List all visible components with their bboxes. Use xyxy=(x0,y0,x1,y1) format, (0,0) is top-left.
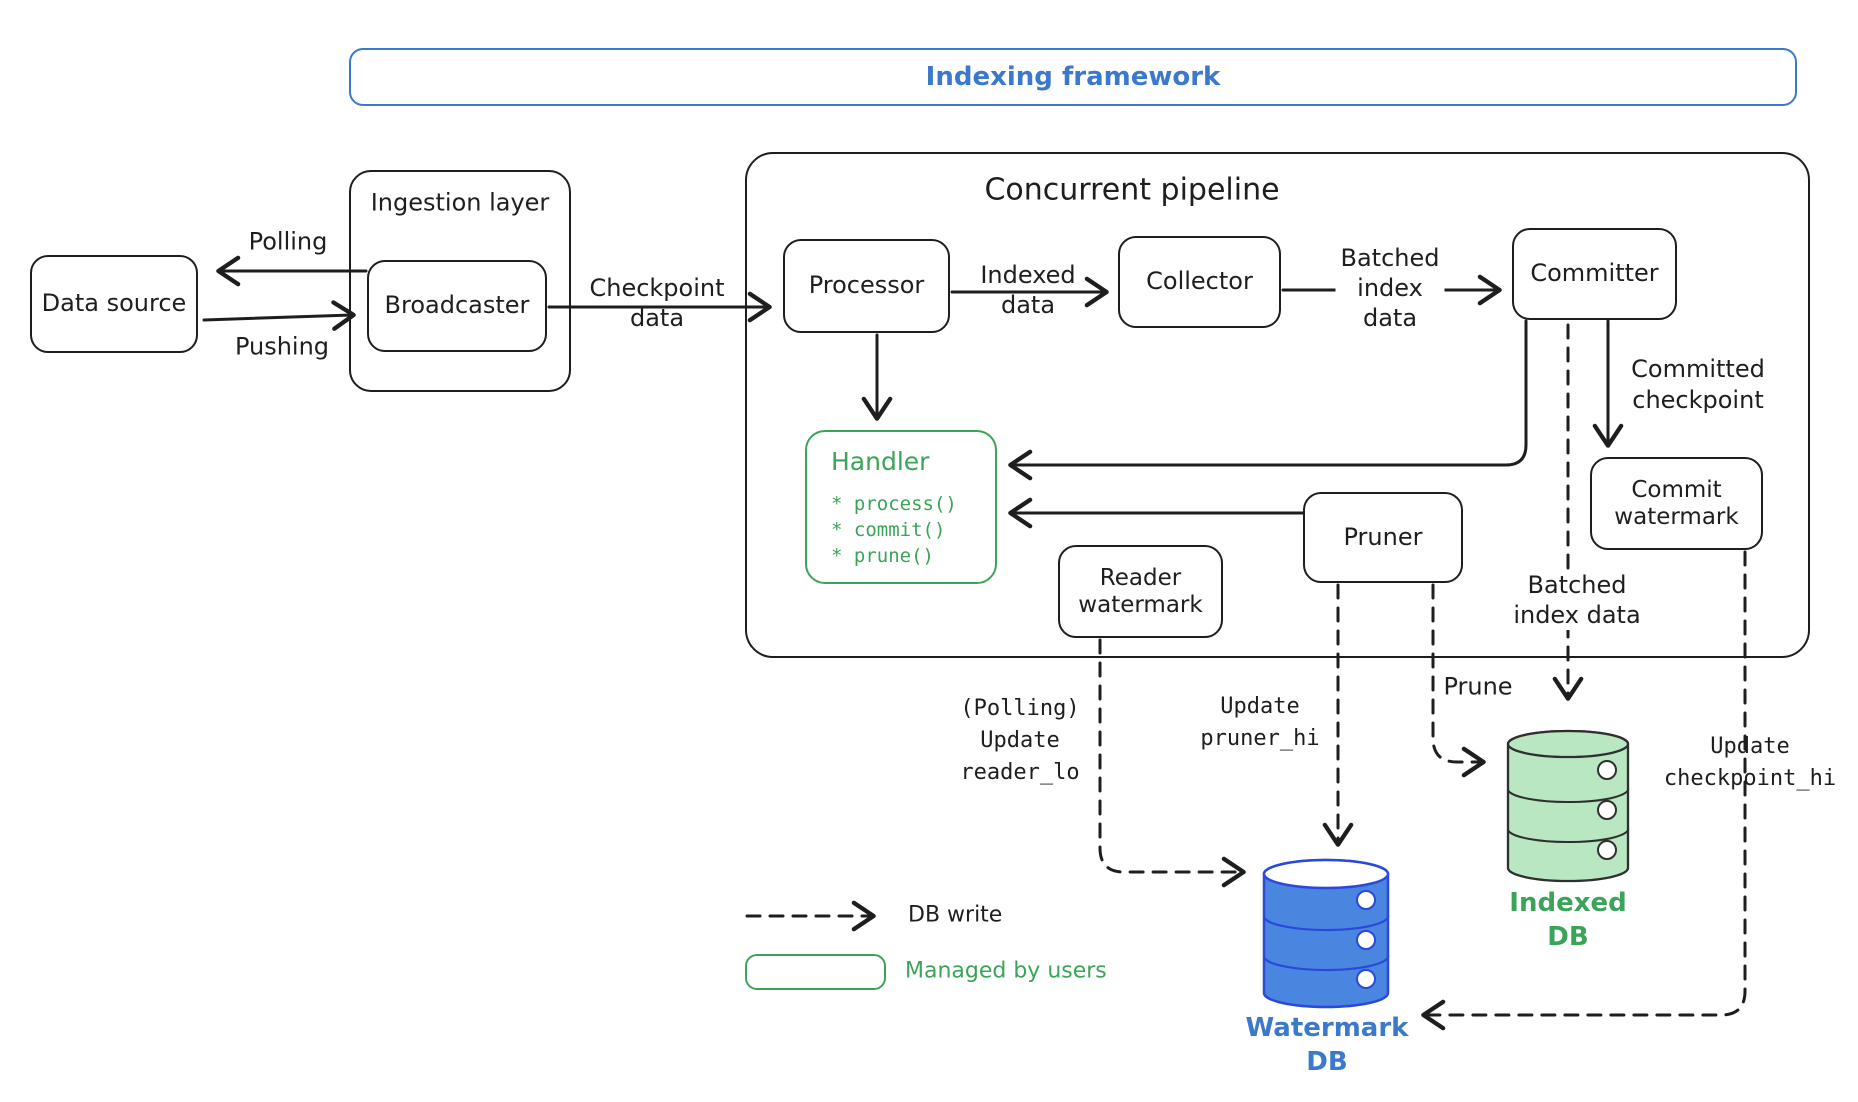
pushing-arrow xyxy=(202,300,356,331)
indexing-framework-box xyxy=(349,48,1797,106)
handler-method-prune: * prune() xyxy=(831,544,934,567)
watermark-db-cylinder xyxy=(1262,858,1390,1009)
committer-node: Committer xyxy=(1512,228,1677,320)
handler-method-process: * process() xyxy=(831,492,957,515)
batched-index-data-edge-label: Batched index data xyxy=(1335,243,1445,333)
committed-checkpoint-edge-label: Committed checkpoint xyxy=(1631,354,1765,414)
update-checkpoint-hi-arrow xyxy=(1421,550,1747,1031)
update-checkpoint-hi-label: Update checkpoint_hi xyxy=(1663,734,1837,791)
pruner-node: Pruner xyxy=(1303,492,1463,583)
checkpoint-data-edge-label: Checkpoint data xyxy=(589,274,725,332)
legend-managed-label: Managed by users xyxy=(905,958,1107,984)
indexed-data-edge-label: Indexed data xyxy=(980,261,1076,319)
handler-method-commit: * commit() xyxy=(831,518,946,541)
handler-node: Handler * process() * commit() * prune() xyxy=(805,430,997,584)
polling-edge-label: Polling xyxy=(248,227,328,256)
processor-node: Processor xyxy=(783,239,950,333)
batched-index-data-db-edge-label: Batched index data xyxy=(1508,570,1646,630)
collector-node: Collector xyxy=(1118,236,1281,328)
update-pruner-hi-label: Update pruner_hi xyxy=(1200,694,1320,751)
concurrent-pipeline-title: Concurrent pipeline xyxy=(984,172,1280,208)
commit-watermark-node: Commit watermark xyxy=(1590,457,1763,550)
ingestion-layer-title: Ingestion layer xyxy=(370,188,550,217)
update-reader-lo-label: (Polling) Update reader_lo xyxy=(960,696,1080,785)
watermark-db-label: Watermark DB xyxy=(1245,1013,1409,1077)
indexing-framework-title: Indexing framework xyxy=(925,62,1221,93)
indexed-db-cylinder xyxy=(1506,729,1630,883)
broadcaster-node: Broadcaster xyxy=(367,260,547,352)
update-reader-lo-arrow xyxy=(1098,638,1246,888)
pushing-edge-label: Pushing xyxy=(234,332,330,361)
prune-arrow xyxy=(1431,583,1486,778)
legend-managed-box xyxy=(745,954,886,990)
prune-edge-label: Prune xyxy=(1443,672,1513,701)
indexed-db-label: Indexed DB xyxy=(1509,888,1627,952)
data-source-node: Data source xyxy=(30,255,198,353)
legend-db-write-label: DB write xyxy=(908,902,1003,928)
committer-to-handler-arrow xyxy=(1008,319,1528,481)
reader-watermark-node: Reader watermark xyxy=(1058,545,1223,638)
handler-title: Handler xyxy=(831,447,930,476)
